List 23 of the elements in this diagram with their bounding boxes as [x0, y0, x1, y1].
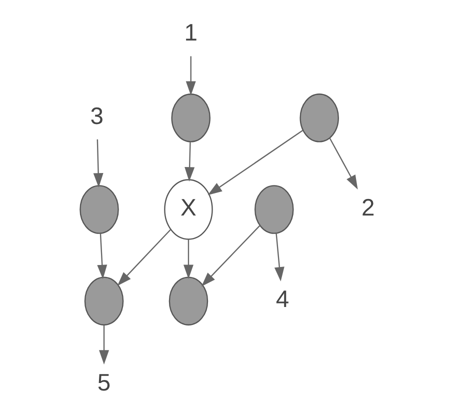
node-text: 4: [275, 286, 289, 314]
node-text: 1: [184, 20, 197, 47]
node-circle: [254, 185, 294, 234]
node-text: 3: [90, 102, 103, 130]
arrow: [200, 225, 260, 286]
arrow: [92, 139, 103, 188]
node-circle: [79, 185, 118, 234]
node-circle: [170, 94, 210, 142]
node-circle: [84, 276, 124, 326]
node-circle: [299, 94, 338, 142]
arrow: [328, 138, 358, 190]
arrow: [274, 233, 284, 282]
node-circle: [168, 276, 208, 326]
arrow: [184, 142, 194, 182]
node-text: 5: [96, 369, 110, 396]
node-text: 2: [361, 194, 374, 222]
arrow: [98, 325, 109, 364]
arrow: [96, 234, 107, 280]
arrow: [116, 229, 170, 286]
node-ellipse: X: [164, 179, 212, 240]
arrow: [182, 239, 193, 279]
arrow: [185, 56, 196, 96]
arrow: [207, 130, 303, 196]
